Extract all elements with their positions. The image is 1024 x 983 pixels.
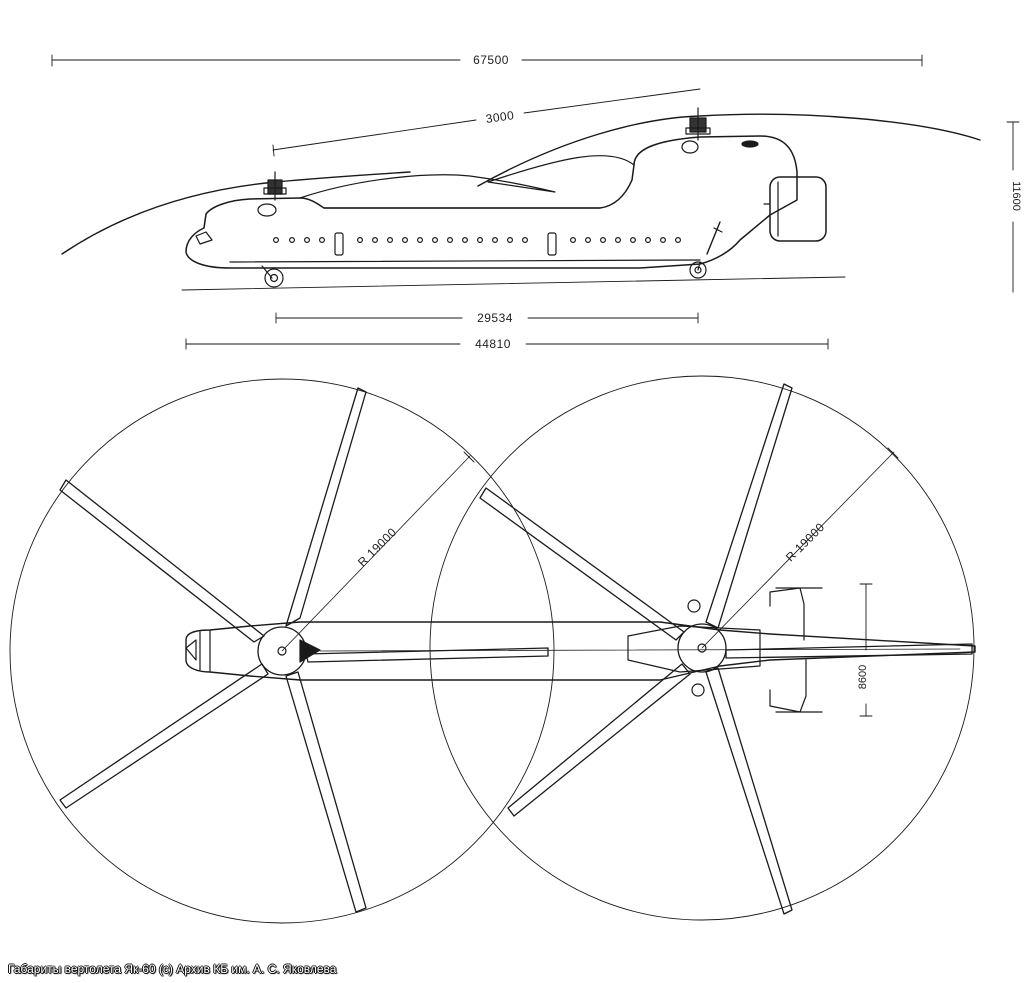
fuselage-top-outline (185, 621, 976, 681)
rear-rotor-disk (429, 375, 975, 921)
front-rotor-blades (59, 387, 549, 913)
label-fuselage-length: 44810 (475, 337, 511, 351)
label-overall-length: 67500 (473, 53, 509, 67)
nose-landing-gear (261, 265, 284, 288)
dim-line-fuselage-length (185, 338, 829, 350)
rear-rotor-blades (479, 383, 973, 915)
label-height: 11600 (1010, 181, 1022, 211)
dim-line-rotor-spacing (272, 88, 701, 157)
front-door (334, 232, 344, 256)
ground-line (181, 276, 846, 291)
top-view (9, 375, 976, 924)
dim-line-overall-length (51, 54, 923, 67)
front-rotor-blade (61, 171, 411, 255)
front-intake (257, 203, 277, 217)
front-radius-leader (281, 455, 471, 652)
label-tail-span: 8600 (857, 665, 869, 689)
rear-intake (681, 140, 699, 154)
rear-top-mark (741, 140, 759, 148)
rear-hub-top (677, 623, 727, 673)
dim-line-height (1006, 121, 1020, 293)
label-front-rotor-radius: R 19000 (355, 525, 399, 569)
label-rear-rotor-radius: R 19000 (783, 520, 827, 564)
main-landing-gear (689, 261, 707, 279)
fuselage-outline (185, 135, 798, 269)
cabin-windows (273, 237, 681, 244)
side-view (51, 54, 1020, 350)
front-rotor-disk (9, 378, 555, 924)
cockpit-window (195, 231, 213, 245)
dim-line-wheelbase (275, 312, 699, 324)
tail-engine-pod (769, 176, 827, 242)
image-caption: Габариты вертолета Як-60 (с) Архив КБ им… (8, 962, 337, 976)
pylon-fairing (299, 155, 635, 199)
front-rotor-hub (263, 171, 287, 201)
rear-rotor-hub (685, 107, 711, 141)
rear-radius-leader (701, 451, 895, 649)
label-wheelbase: 29534 (477, 311, 513, 325)
tailplane (769, 587, 807, 713)
rear-rotor-blade (477, 113, 981, 187)
label-rotor-spacing: 3000 (485, 108, 515, 126)
rear-door (547, 232, 557, 256)
